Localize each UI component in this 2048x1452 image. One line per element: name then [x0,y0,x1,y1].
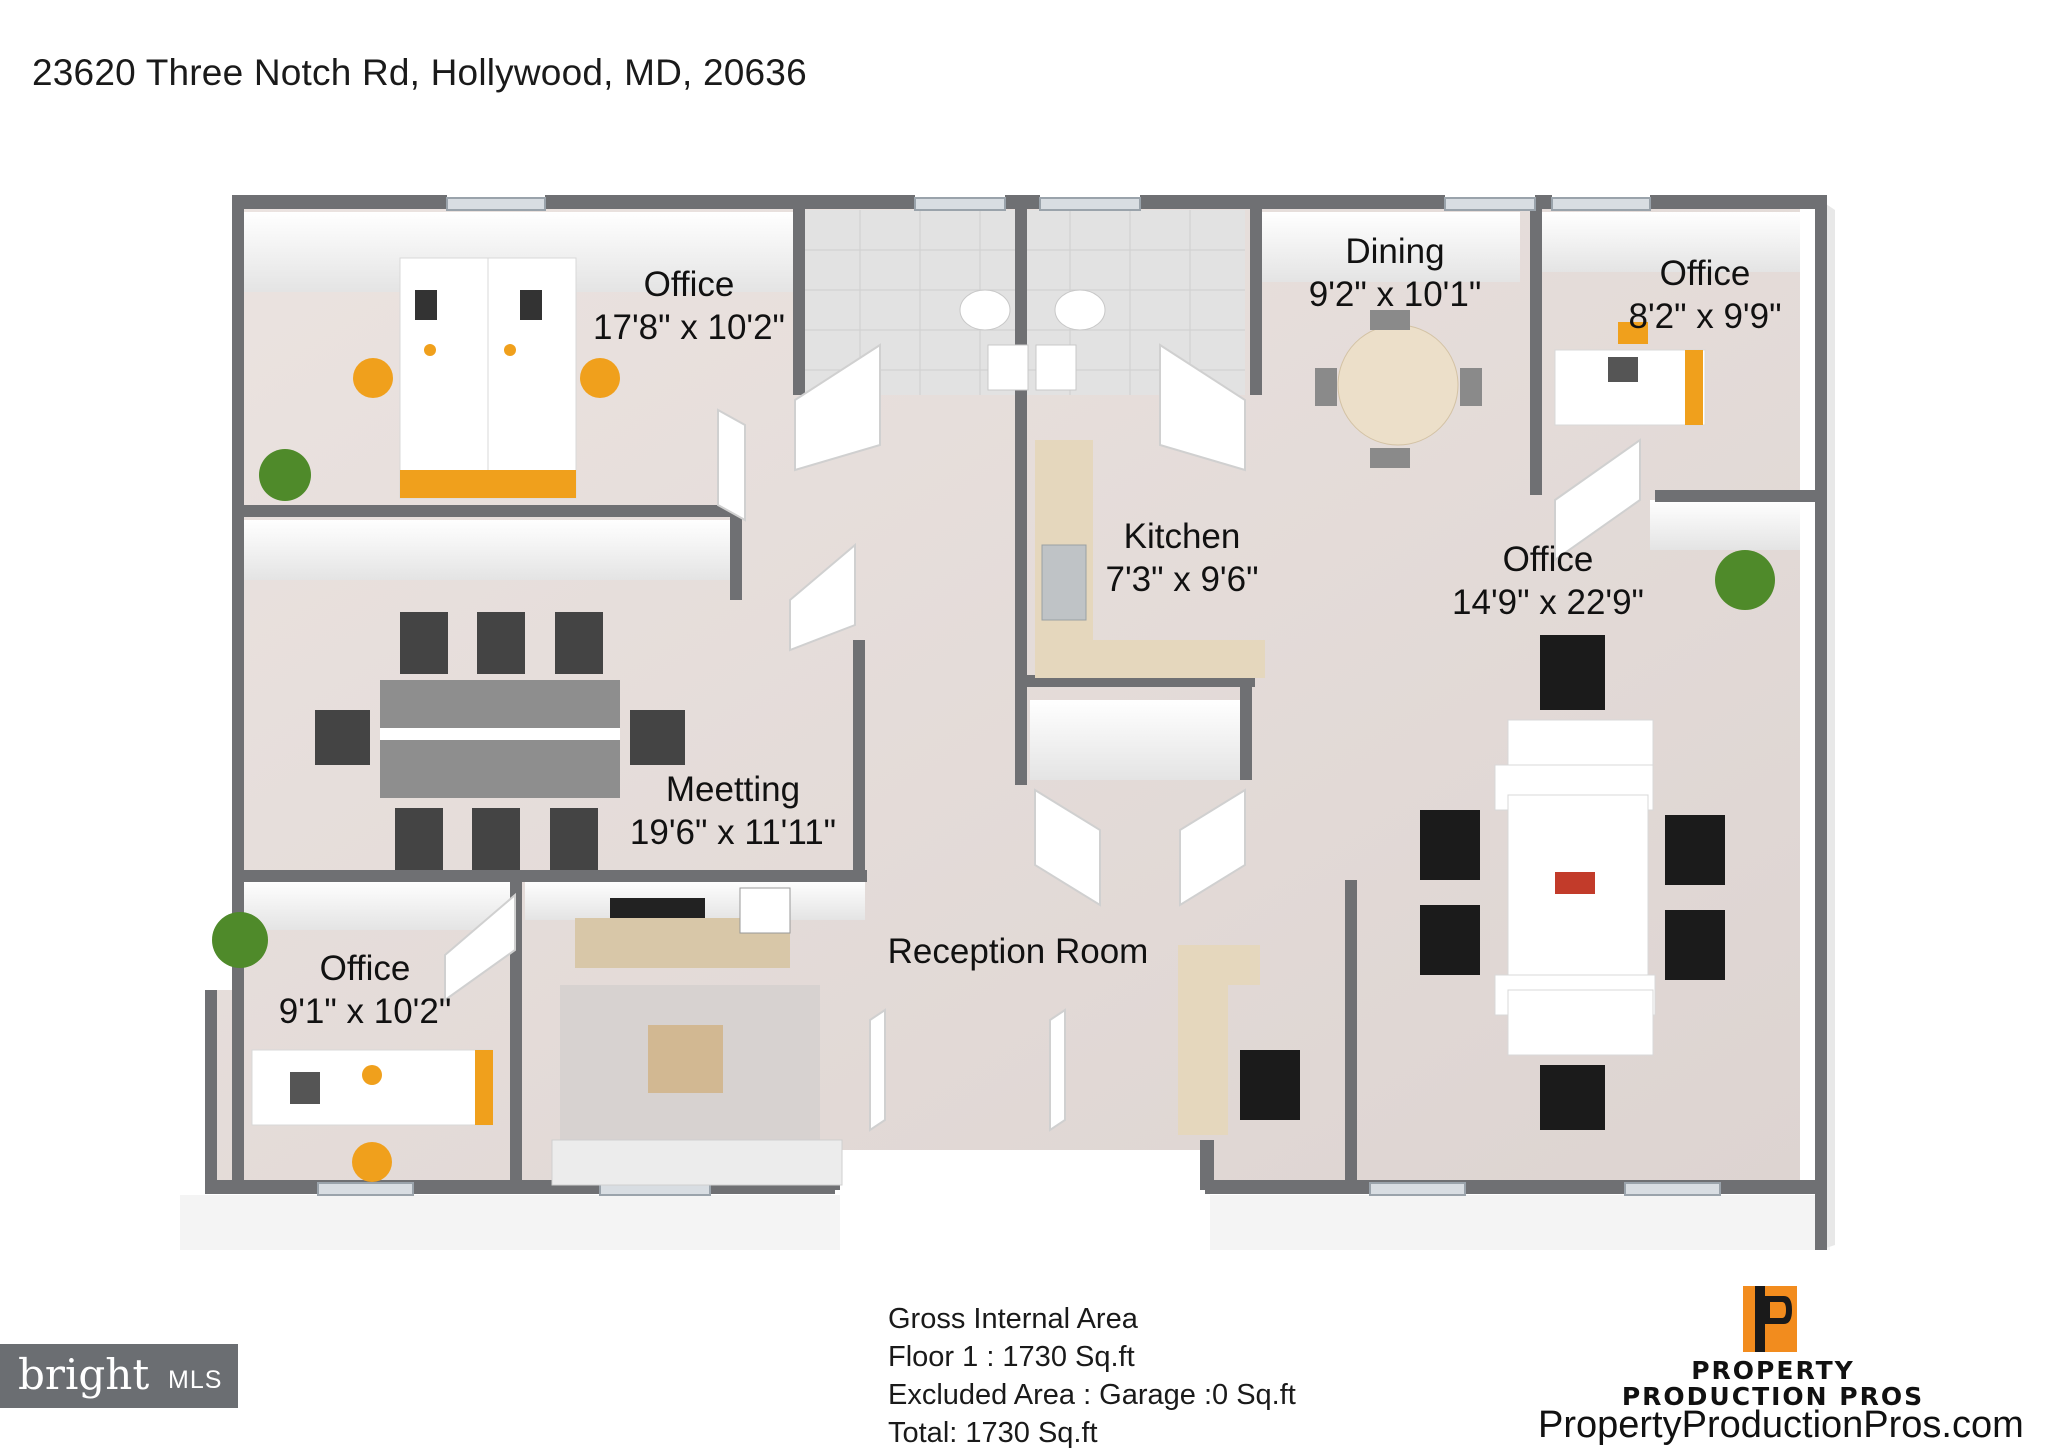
address-title: 23620 Three Notch Rd, Hollywood, MD, 206… [32,52,807,93]
room-label-office-large: Office 14'9" x 22'9" [1452,538,1644,624]
room-name: Office [1659,254,1751,293]
room-label-kitchen: Kitchen 7'3" x 9'6" [1105,515,1258,601]
exterior-walls [180,200,1835,1250]
room-size: 7'3" x 9'6" [1105,560,1259,599]
area-summary: Gross Internal Area Floor 1 : 1730 Sq.ft… [888,1300,1296,1452]
room-label-office-top-left: Office 17'8" x 10'2" [593,263,785,349]
office-desks-top-left [353,257,620,499]
office-desk-top-right [1554,322,1706,426]
watermark-suffix: MLS [168,1366,223,1394]
room-size: 9'2" x 10'1" [1308,275,1482,314]
watermark-word: bright [18,1350,150,1399]
room-size: 9'1" x 10'2" [278,992,452,1031]
room-size: 14'9" x 22'9" [1452,583,1644,622]
room-size: 17'8" x 10'2" [593,308,785,347]
room-label-dining: Dining 9'2" x 10'1" [1309,230,1482,316]
reception-furniture [551,887,1300,1186]
room-name: Kitchen [1123,517,1241,556]
logo-text-line1: PROPERTY [1691,1356,1855,1385]
room-label-reception: Reception Room [888,930,1149,973]
room-name: Office [1502,540,1594,579]
kitchen-counter [1035,440,1265,678]
office-desk-bottom-left [251,1049,493,1182]
room-name: Reception Room [887,932,1149,971]
windows [317,197,1721,1196]
meeting-table [315,612,685,870]
large-office-desks [1420,635,1725,1130]
plants [212,449,1775,968]
room-name: Meetting [665,770,801,809]
area-heading: Gross Internal Area [888,1303,1138,1335]
bright-mls-watermark: bright MLS [0,1344,238,1408]
area-excluded: Excluded Area : Garage :0 Sq.ft [888,1379,1296,1411]
doors [444,343,1641,1132]
room-name: Office [319,949,411,988]
logo-text-line2: PRODUCTION PROS [1621,1382,1925,1411]
room-size: 19'6" x 11'11" [629,813,837,852]
toilets [959,289,1106,391]
dining-table [1315,310,1482,468]
area-floor: Floor 1 : 1730 Sq.ft [888,1341,1135,1373]
logo-mark-icon [1608,1286,1797,1370]
company-logo: PROPERTY PRODUCTION PROS [1598,1282,1948,1422]
room-name: Office [643,265,735,304]
room-size: 8'2" x 9'9" [1628,297,1782,336]
room-name: Dining [1345,232,1445,271]
room-label-meeting: Meetting 19'6" x 11'11" [630,768,836,854]
area-total: Total: 1730 Sq.ft [888,1417,1098,1449]
room-label-office-bottom-left: Office 9'1" x 10'2" [279,947,452,1033]
room-label-office-top-right: Office 8'2" x 9'9" [1628,252,1781,338]
company-url: PropertyProductionPros.com [1538,1404,2024,1446]
